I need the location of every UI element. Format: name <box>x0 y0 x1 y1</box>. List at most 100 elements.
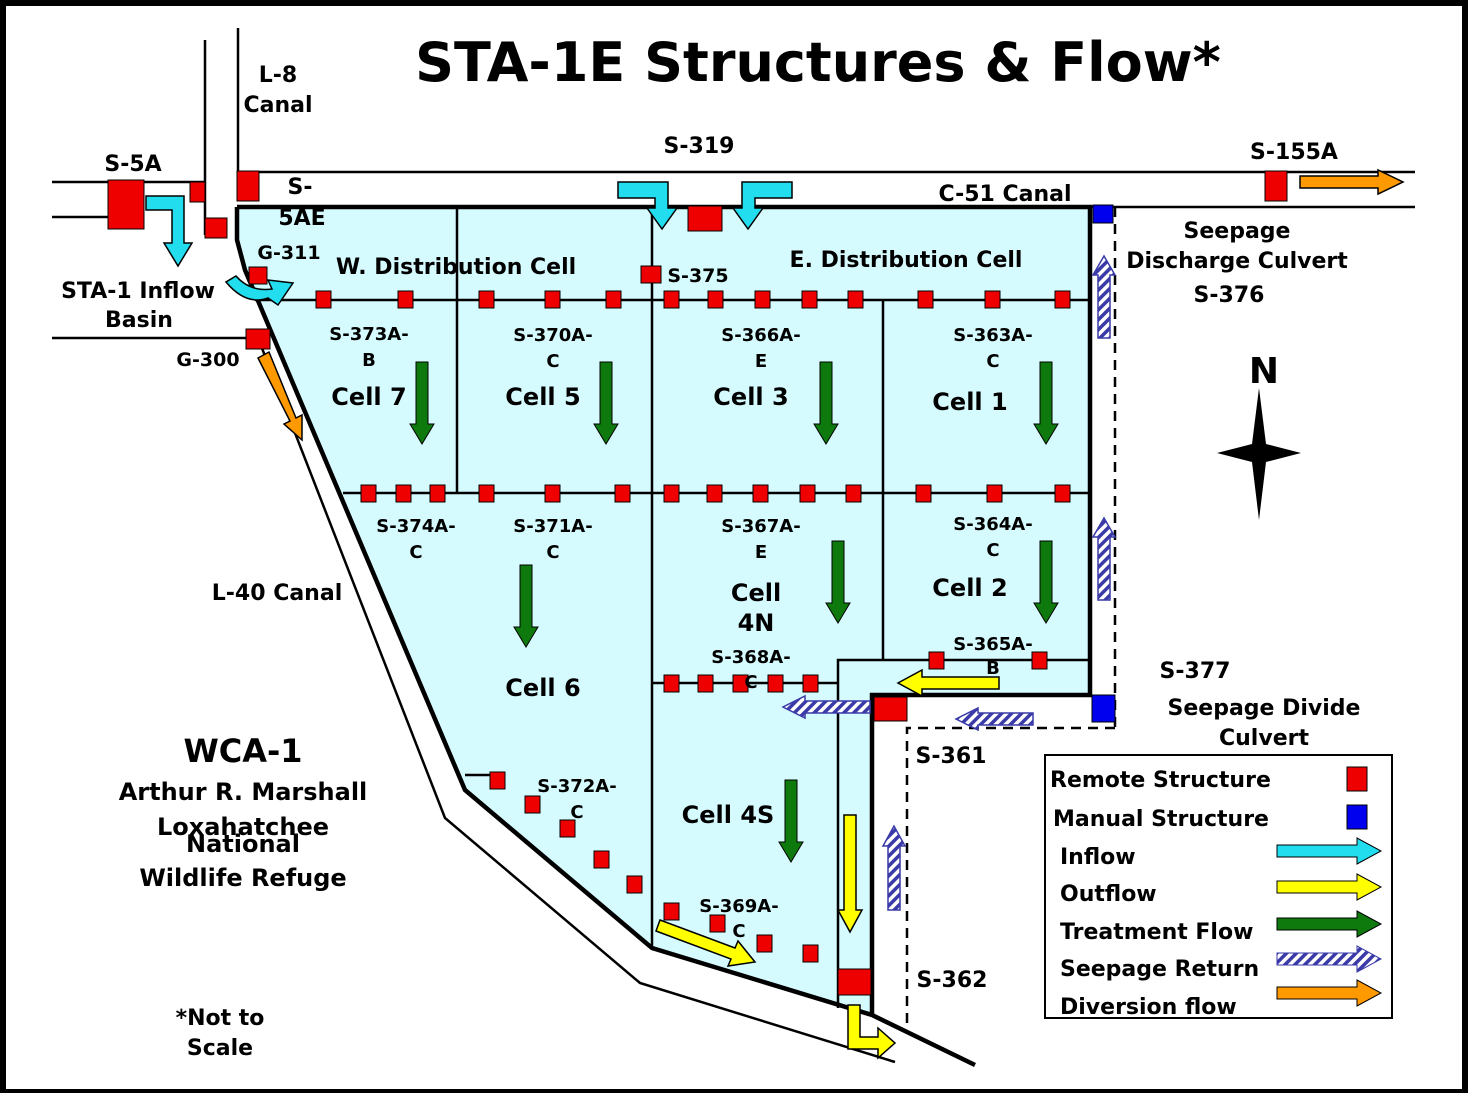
s364-label-line1: S-364A- <box>953 514 1032 535</box>
s361-structure <box>873 696 908 722</box>
s376-label-line1: Seepage <box>1184 219 1291 244</box>
seepage-arrow-north-2 <box>1091 516 1117 601</box>
s371-label-line2: C <box>546 542 559 563</box>
diversion-arrows <box>257 168 1405 442</box>
inflow-basin-label-line1: STA-1 Inflow <box>61 279 215 304</box>
s362-label: S-362 <box>917 968 988 993</box>
diagram-title: STA-1E Structures & Flow* <box>415 31 1221 94</box>
seepage-divide-label-line2: Culvert <box>1219 726 1309 751</box>
inflow-arrow-g311 <box>224 275 295 307</box>
not-to-scale-line1: *Not to <box>176 1006 265 1031</box>
g311-structure <box>248 266 268 285</box>
s362-structure <box>837 968 872 996</box>
s364-label-line2: C <box>986 540 999 561</box>
diversion-arrow-s155a <box>1299 168 1405 196</box>
wca1-label: WCA-1 <box>183 732 302 770</box>
legend-treatment-label: Treatment Flow <box>1060 920 1253 945</box>
legend-remote-swatch <box>1346 766 1368 792</box>
cell4n-label-line1: Cell <box>731 579 781 607</box>
weir-structures <box>315 290 1071 963</box>
seepage-arrow-s377 <box>954 706 1034 732</box>
s375-structure <box>640 265 662 284</box>
s367-label-line2: E <box>755 542 767 563</box>
treatment-arrow-cell7 <box>409 361 435 445</box>
diversion-arrow-g300 <box>257 350 303 442</box>
cell4s-label: Cell 4S <box>682 801 775 829</box>
legend-outflow-arrow <box>1276 873 1383 901</box>
l8-south-structure <box>204 217 228 239</box>
legend-seepage-label: Seepage Return <box>1060 957 1259 982</box>
s372-label-line2: C <box>570 802 583 823</box>
outflow-arrow-cell4s-south <box>836 814 864 934</box>
s374-label-line2: C <box>409 542 422 563</box>
inflow-arrow-s319-east <box>731 181 793 231</box>
seepage-arrow-north-1 <box>1091 254 1117 339</box>
treatment-arrow-cell3 <box>813 361 839 445</box>
s377-label: S-377 <box>1160 659 1231 684</box>
cell3-label: Cell 3 <box>713 383 788 411</box>
canal-labels: L-8 Canal C-51 Canal L-40 Canal <box>212 63 1072 606</box>
s376-label-line3: S-376 <box>1194 283 1265 308</box>
s5a-small-structure <box>189 181 206 203</box>
legend-inflow-arrow <box>1276 837 1383 865</box>
outflow-arrows <box>655 668 1000 1060</box>
s5ae-structure <box>236 170 260 202</box>
legend-outflow-label: Outflow <box>1060 882 1157 907</box>
legend-diversion-label: Diversion flow <box>1060 995 1237 1020</box>
cell6-label: Cell 6 <box>505 674 580 702</box>
c51-canal-label: C-51 Canal <box>938 182 1071 207</box>
inflow-arrow-s319-west <box>617 181 679 231</box>
s155a-label: S-155A <box>1250 140 1338 165</box>
s363-label-line2: C <box>986 351 999 372</box>
s370-label-line2: C <box>546 351 559 372</box>
legend-manual-swatch <box>1346 804 1368 830</box>
w-distribution-cell-label: W. Distribution Cell <box>336 255 576 280</box>
s155a-structure <box>1264 170 1288 202</box>
structure-labels: S-5A S- 5AE S-319 S-155A G-311 G-300 S-3… <box>61 134 1360 993</box>
outflow-arrow-s365 <box>896 668 1000 698</box>
compass-star-icon <box>1217 388 1301 520</box>
l40-canal-label: L-40 Canal <box>212 581 342 606</box>
legend-manual-label: Manual Structure <box>1053 807 1269 832</box>
treatment-arrow-cell6 <box>513 564 539 648</box>
legend-treatment-arrow <box>1276 910 1383 938</box>
legend: Remote Structure Manual Structure Inflow… <box>1044 754 1393 1020</box>
manual-structures <box>1091 204 1116 723</box>
treatment-arrow-cell1 <box>1033 361 1059 445</box>
cell7-label: Cell 7 <box>331 383 406 411</box>
s375-label: S-375 <box>667 265 728 287</box>
outflow-arrow-s362 <box>847 1004 897 1060</box>
not-to-scale-line2: Scale <box>187 1036 253 1061</box>
treatment-arrows <box>409 361 1059 863</box>
wca1-name-line2: Loxahatchee <box>157 813 329 841</box>
cell-labels: Cell 7 Cell 5 Cell 3 Cell 1 Cell 2 Cell … <box>331 383 1007 829</box>
s5ae-label-line1: S- <box>288 175 313 200</box>
s365-label-line1: S-365A- <box>953 634 1032 655</box>
s319-structure <box>687 205 723 232</box>
wca1-name-line4: Wildlife Refuge <box>139 864 346 892</box>
s5ae-label-line2: 5AE <box>278 206 325 231</box>
seepage-arrow-s361 <box>781 694 871 720</box>
g300-structure <box>245 328 271 350</box>
s369-label-line1: S-369A- <box>699 896 778 917</box>
s368-label-line2: C <box>744 672 757 693</box>
outflow-arrow-s369 <box>655 919 757 967</box>
s374-label-line1: S-374A- <box>376 516 455 537</box>
wca1-name-line1: Arthur R. Marshall <box>119 778 368 806</box>
l8-canal-label-line1: L-8 <box>259 63 297 88</box>
s5a-label: S-5A <box>104 152 161 177</box>
legend-diversion-arrow <box>1276 979 1383 1007</box>
g300-label: G-300 <box>176 349 239 371</box>
weir-labels: S-373A- B S-370A- C S-366A- E S-363A- C … <box>329 324 1032 942</box>
wca1-name-line3: National <box>186 830 300 858</box>
inflow-arrow-s5a <box>145 195 194 268</box>
seepage-arrow-s362 <box>881 824 907 911</box>
remote-structures <box>107 170 1288 996</box>
sta-west-levee <box>234 207 976 1068</box>
sta-outer-levee <box>237 204 1093 1015</box>
l40-canal-bank <box>256 337 896 1064</box>
sta-cell-area <box>237 207 1090 1015</box>
legend-remote-label: Remote Structure <box>1050 768 1271 793</box>
compass-north-label: N <box>1249 351 1279 392</box>
